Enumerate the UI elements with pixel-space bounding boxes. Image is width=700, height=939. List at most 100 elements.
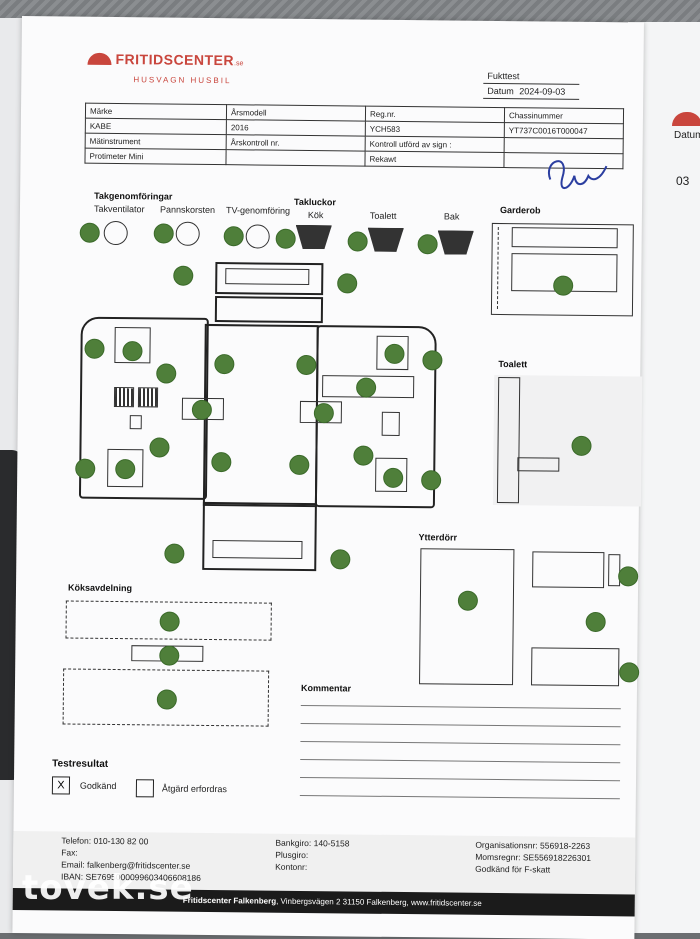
- comment-line: [300, 758, 621, 764]
- footer-moms: Momsregnr: SE556918226301: [475, 851, 592, 864]
- right-paper-number: 03: [676, 174, 690, 188]
- measure-point: [553, 275, 574, 296]
- watermark: tovek.se: [22, 868, 194, 908]
- measure-point: [618, 566, 639, 587]
- table-cell: Årskontroll nr.: [226, 134, 366, 152]
- table-cell: Kontroll utförd av sign :: [365, 136, 505, 153]
- roof-penetrations-title: Takgenomföringar: [94, 190, 173, 202]
- measure-point: [585, 611, 606, 633]
- stove-icon: [137, 387, 159, 408]
- measure-point: [156, 689, 177, 710]
- measure-point: [356, 377, 377, 398]
- measure-point: [173, 265, 194, 286]
- logo: FRITIDSCENTER.se HUSVAGN HUSBIL: [87, 51, 243, 89]
- front-shelf: [214, 296, 324, 324]
- measure-point: [337, 273, 358, 294]
- date-value: 2024-09-03: [519, 86, 566, 97]
- measure-point: [115, 459, 136, 480]
- kitchen-section-title: Köksavdelning: [67, 582, 133, 594]
- wardrobe-shelf: [511, 227, 618, 249]
- comment-line: [300, 722, 621, 728]
- footer-address: , Vinbergsvägen 2 31150 Falkenberg, www.…: [276, 896, 482, 908]
- measure-point: [330, 549, 351, 570]
- comment-line: [299, 794, 620, 800]
- measure-point: [353, 445, 374, 466]
- divider: [483, 97, 580, 100]
- table-cell: Reg.nr.: [365, 106, 505, 123]
- rear-hatch-icon: [438, 230, 474, 254]
- signature-icon: [547, 160, 608, 189]
- footer-kontonr: Kontonr:: [275, 861, 308, 873]
- chimney-icon: [175, 221, 200, 246]
- measure-point: [149, 437, 170, 458]
- table-cell: KABE: [85, 118, 227, 135]
- footer-org: Organisationsnr: 556918-2263: [475, 839, 591, 851]
- approved-label: Godkänd: [79, 780, 117, 792]
- toilet-hatch-label: Toalett: [369, 210, 397, 221]
- measure-point: [164, 543, 185, 564]
- rear-inner: [212, 540, 303, 559]
- measure-point: [457, 590, 479, 611]
- measure-point: [159, 645, 180, 666]
- logo-icon: [87, 52, 112, 65]
- footer-fax: Fax:: [61, 847, 78, 858]
- action-label: Åtgärd erfordras: [161, 783, 227, 795]
- comment-line: [300, 740, 621, 746]
- kitchen-hatch-icon: [296, 225, 332, 249]
- measure-point: [223, 226, 244, 247]
- logo-name: FRITIDSCENTER: [115, 50, 235, 69]
- measure-point: [347, 231, 368, 252]
- comment-line: [300, 704, 621, 710]
- footer-fskatt: Godkänd för F-skatt: [475, 863, 551, 875]
- outer-door-frame: [419, 548, 515, 686]
- door-part: [532, 551, 605, 589]
- stove-icon: [113, 386, 135, 408]
- measure-point: [421, 470, 442, 491]
- measure-point: [191, 399, 212, 421]
- footer-phone: Telefon: 010-130 82 00: [61, 835, 149, 847]
- roof-vent-label: Takventilator: [93, 203, 145, 215]
- measure-point: [384, 343, 405, 365]
- tv-label: TV-genomföring: [225, 205, 291, 216]
- table-cell: Protimeter Mini: [84, 148, 227, 165]
- measure-point: [417, 234, 438, 255]
- measure-point: [289, 454, 310, 476]
- measure-point: [296, 354, 317, 376]
- comment-line: [300, 776, 621, 782]
- fixture: [381, 411, 400, 436]
- wardrobe-title: Garderob: [499, 205, 541, 216]
- front-inner: [225, 268, 310, 286]
- toilet-wall: [496, 377, 521, 504]
- table-cell: [225, 149, 366, 167]
- form-paper: FRITIDSCENTER.se HUSVAGN HUSBIL Fukttest…: [12, 16, 644, 939]
- measure-point: [84, 338, 105, 359]
- kitchen-hatch-label: Kök: [307, 210, 324, 221]
- measure-point: [153, 223, 174, 244]
- wardrobe-dash: [496, 226, 507, 310]
- roof-hatches-title: Takluckor: [294, 196, 336, 208]
- action-checkbox[interactable]: [135, 779, 155, 798]
- measure-point: [159, 611, 180, 632]
- footer-plusgiro: Plusgiro:: [275, 849, 309, 861]
- measure-point: [313, 403, 334, 424]
- approved-checkbox[interactable]: X: [51, 776, 71, 795]
- measure-point: [422, 350, 443, 371]
- outer-door-title: Ytterdörr: [418, 532, 458, 543]
- logo-suffix: .se: [233, 60, 244, 68]
- measure-point: [619, 662, 640, 683]
- rear-hatch-label: Bak: [443, 211, 460, 222]
- table-cell: Chassinummer: [504, 107, 624, 124]
- right-paper-logo-icon: [672, 112, 700, 126]
- right-paper-datum: Datum: [674, 130, 700, 141]
- table-cell: YT737C0016T000047: [504, 122, 624, 139]
- test-type: Fukttest: [487, 70, 520, 82]
- door-part: [608, 554, 621, 587]
- rear-box: [202, 501, 317, 572]
- chimney-label: Pannskorsten: [159, 204, 216, 216]
- roof-vent-icon: [103, 220, 128, 246]
- measure-point: [79, 222, 100, 243]
- divider: [483, 82, 580, 85]
- footer-company: Fritidscenter Falkenberg: [182, 895, 277, 906]
- tv-icon: [245, 224, 270, 249]
- measure-point: [75, 458, 96, 479]
